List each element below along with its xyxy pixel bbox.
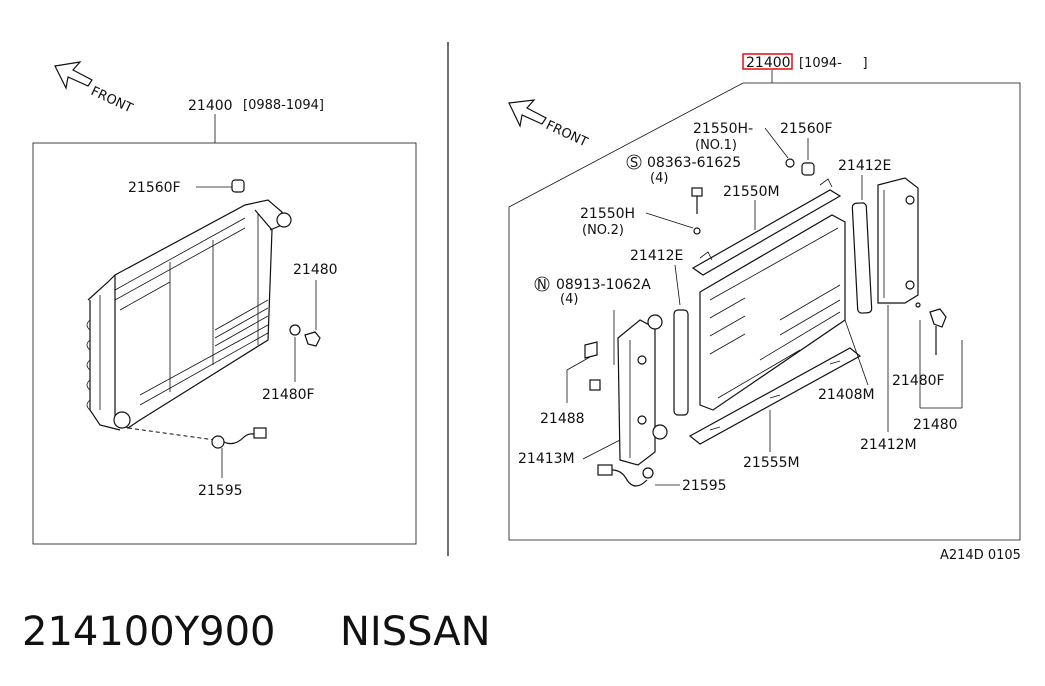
label-21413M: 21413M [518, 451, 575, 467]
sensor-icon-right [597, 464, 654, 487]
drain-cock-icon-right [929, 308, 947, 355]
front-arrow-icon [54, 61, 93, 90]
seal-right [851, 202, 873, 314]
label-no1: (NO.1) [695, 138, 737, 153]
cap-icon-right [801, 162, 815, 176]
assembly-number-right: 21400 [746, 55, 791, 71]
label-21550H-no2: 21550H [580, 206, 635, 222]
label-21480F-right: 21480F [892, 373, 945, 389]
label-21480F-left: 21480F [262, 387, 315, 403]
label-21408M: 21408M [818, 387, 875, 403]
highlight-box [742, 53, 793, 70]
label-21555M: 21555M [743, 455, 800, 471]
label-21480-left: 21480 [293, 262, 338, 278]
label-21488: 21488 [540, 411, 585, 427]
clip-icon [785, 158, 795, 168]
bracket-icon [584, 341, 598, 359]
upper-bracket [691, 178, 842, 276]
label-21560F-left: 21560F [128, 180, 181, 196]
bolt-icon [691, 187, 703, 214]
radiator-left [86, 199, 292, 431]
front-arrow-icon-right [508, 99, 547, 128]
cap-icon [231, 179, 245, 193]
part-number: 214100Y900 [22, 609, 275, 655]
label-21550M: 21550M [723, 184, 780, 200]
s-symbol-icon [626, 154, 642, 170]
nut-icon [589, 379, 601, 391]
label-21595-right: 21595 [682, 478, 727, 494]
front-label-right: FRONT [543, 118, 590, 150]
front-label: FRONT [88, 84, 135, 116]
right-panel: 21400 [1094- ] FRONT 21408M [508, 53, 1021, 563]
assembly-range: [0988-1094] [243, 98, 324, 113]
label-08363-61625: 08363-61625 [647, 155, 741, 171]
figure-code: A214D 0105 [940, 548, 1021, 563]
label-21595-left: 21595 [198, 483, 243, 499]
brand-name: NISSAN [340, 609, 491, 655]
seal-left [673, 309, 689, 416]
label-21550H-no1: 21550H- [693, 121, 753, 137]
assembly-number: 21400 [188, 98, 233, 114]
label-no2: (NO.2) [582, 223, 624, 238]
right-tank [877, 177, 919, 304]
label-08913-1062A: 08913-1062A [556, 277, 651, 293]
n-symbol-icon [534, 276, 550, 292]
left-panel: FRONT 21400 [0988-1094] [32, 61, 417, 545]
label-21480-right: 21480 [913, 417, 958, 433]
left-tank [617, 314, 668, 466]
drain-cock-icon [304, 331, 321, 347]
assembly-range-right: [1094- ] [799, 56, 868, 71]
label-21412E-right: 21412E [838, 158, 891, 174]
label-bolt-qty: (4) [650, 171, 668, 186]
radiator-core [699, 214, 846, 411]
sensor-icon [211, 427, 267, 449]
right-frame [508, 82, 1021, 541]
drain-plug-icon [289, 324, 301, 336]
n-symbol: N [537, 278, 547, 293]
label-21560F-right: 21560F [780, 121, 833, 137]
label-21412M: 21412M [860, 437, 917, 453]
label-nut-qty: (4) [560, 292, 578, 307]
lower-bracket [688, 347, 862, 445]
left-frame [32, 142, 417, 545]
label-21412E-left: 21412E [630, 248, 683, 264]
s-symbol: S [630, 156, 638, 171]
